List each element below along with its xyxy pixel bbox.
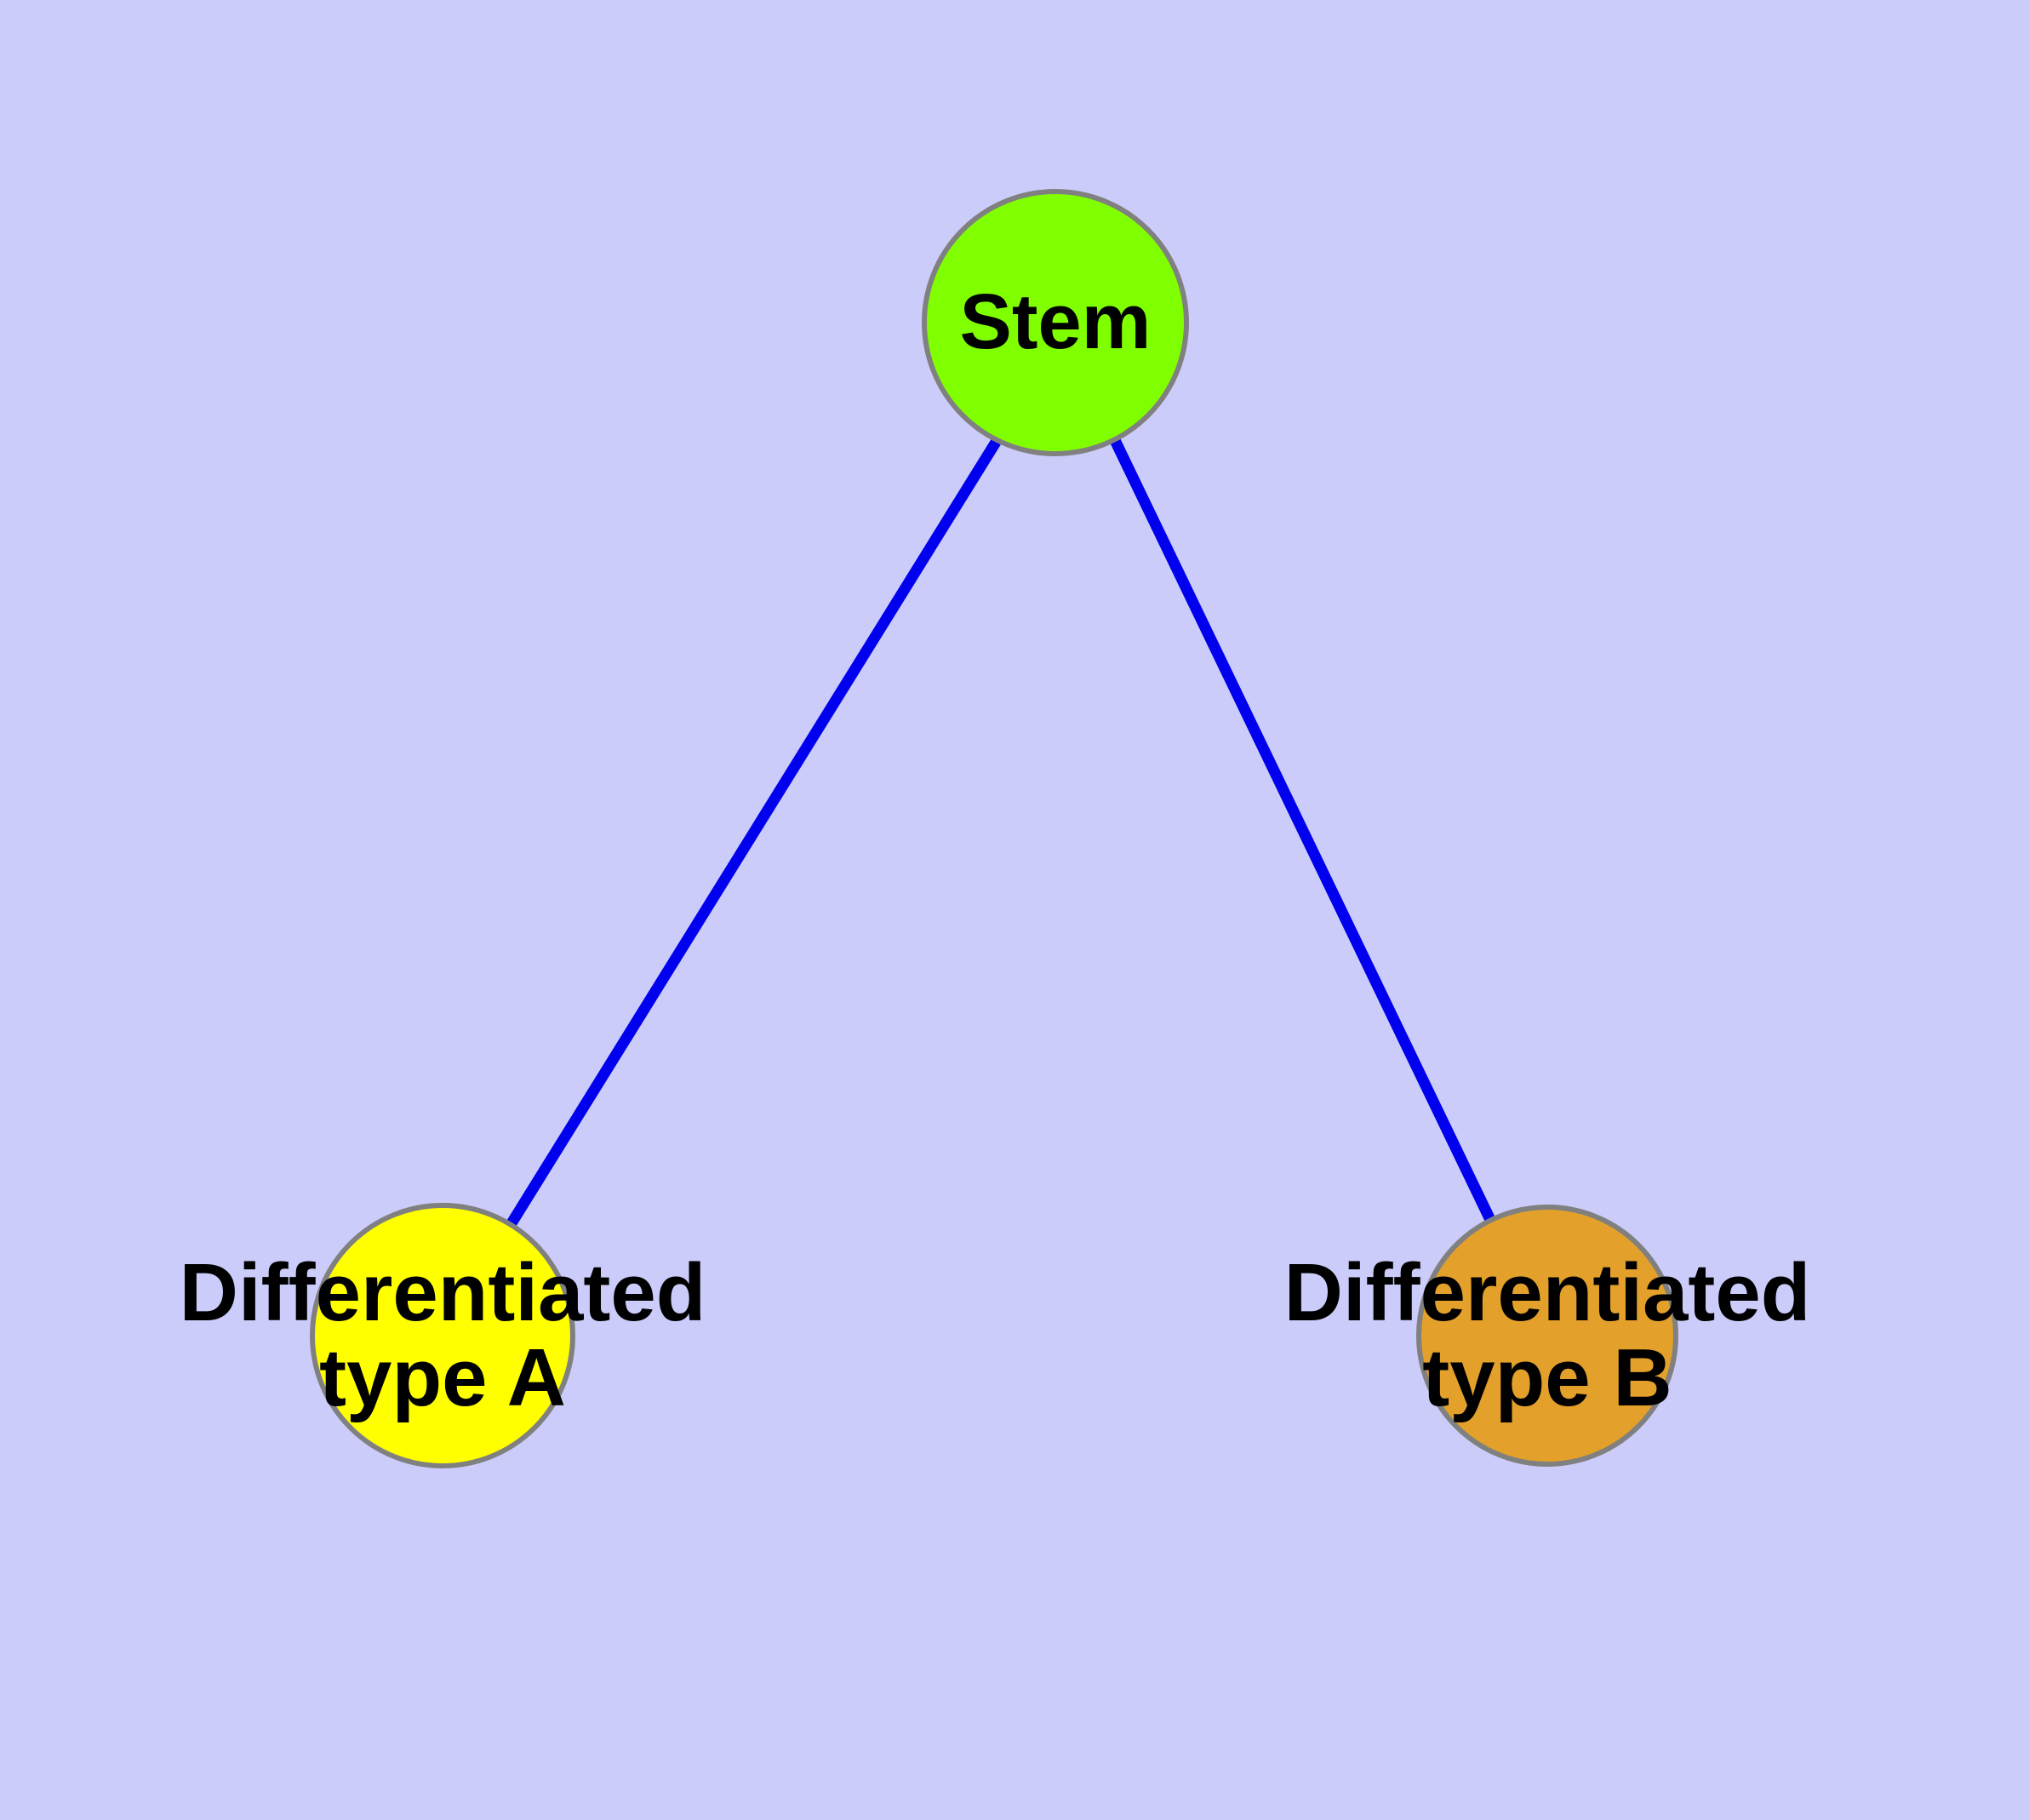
edge-layer	[506, 433, 1496, 1227]
edge-stem-to-type-b[interactable]	[1108, 434, 1496, 1224]
node-layer	[310, 189, 1678, 1468]
edge-stem-to-type-a[interactable]	[506, 433, 1004, 1227]
node-differentiated-type-b[interactable]	[1416, 1205, 1678, 1467]
node-stem[interactable]	[922, 189, 1189, 456]
node-differentiated-type-a[interactable]	[310, 1203, 575, 1468]
